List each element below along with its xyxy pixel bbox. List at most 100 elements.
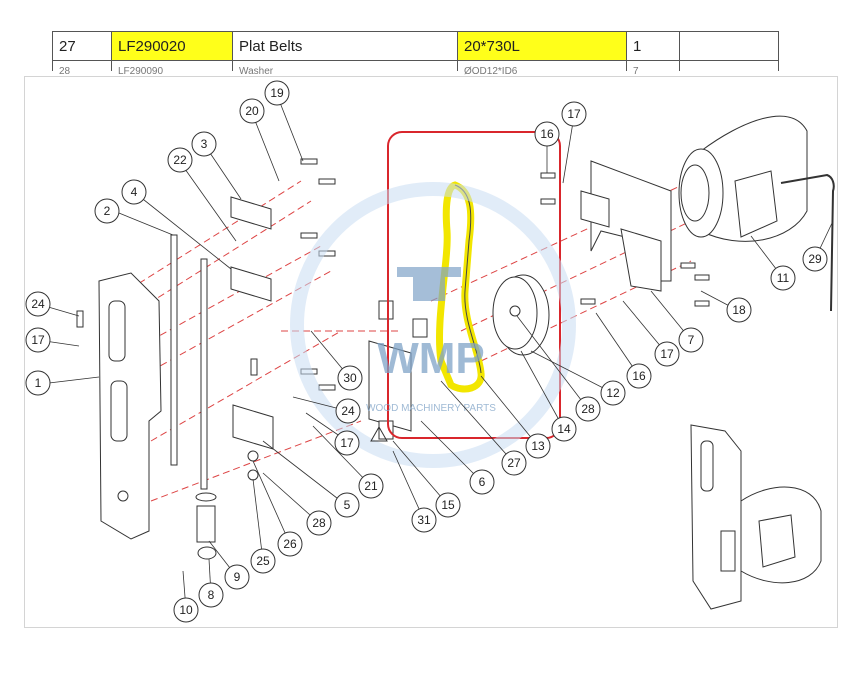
- svg-text:19: 19: [270, 86, 284, 100]
- callout-26: 26: [277, 531, 303, 557]
- callout-30: 30: [337, 365, 363, 391]
- callout-19: 19: [264, 80, 290, 106]
- exploded-diagram: WMP WOOD MACHINERY PARTS: [24, 76, 838, 628]
- cell-spec: ØOD12*ID6: [464, 66, 518, 77]
- svg-text:15: 15: [441, 498, 455, 512]
- callout-17d: 17: [334, 430, 360, 456]
- guide-rods: [170, 234, 208, 490]
- svg-text:13: 13: [531, 439, 545, 453]
- callout-31: 31: [411, 507, 437, 533]
- watermark-caption: WOOD MACHINERY PARTS: [366, 403, 496, 414]
- callout-29: 29: [802, 246, 828, 272]
- callout-17c: 17: [25, 327, 51, 353]
- callout-21: 21: [358, 473, 384, 499]
- cell-name: Washer: [239, 66, 274, 77]
- pulley-12: [492, 274, 550, 356]
- callouts: 1 2 3 4 5 6 7 8 9 10 11 12 13 14 15 16 1…: [25, 80, 828, 623]
- screws-right: [540, 172, 710, 307]
- svg-text:11: 11: [777, 271, 790, 285]
- svg-text:21: 21: [364, 479, 378, 493]
- assembled-preview: [690, 424, 822, 610]
- callout-4: 4: [121, 179, 147, 205]
- cell-spec: 20*730L: [457, 31, 627, 61]
- cell-qty: 1: [626, 31, 680, 61]
- callout-1: 1: [25, 370, 51, 396]
- callout-14: 14: [551, 416, 577, 442]
- triangle-icon: [370, 425, 388, 442]
- wmp-watermark: WMP WOOD MACHINERY PARTS: [290, 182, 576, 468]
- svg-text:8: 8: [208, 588, 215, 602]
- cell-qty: 7: [633, 66, 639, 77]
- callout-10: 10: [173, 597, 199, 623]
- svg-text:20: 20: [245, 104, 259, 118]
- svg-text:9: 9: [234, 570, 241, 584]
- callout-24: 24: [25, 291, 51, 317]
- callout-16: 16: [534, 121, 560, 147]
- wmp-logo-icon: [397, 267, 461, 301]
- callout-6: 6: [469, 469, 495, 495]
- svg-text:17: 17: [340, 436, 354, 450]
- svg-text:17: 17: [31, 333, 45, 347]
- callout-17: 17: [561, 101, 587, 127]
- svg-text:7: 7: [688, 333, 695, 347]
- svg-text:17: 17: [660, 347, 674, 361]
- watermark-logo: WMP: [377, 334, 485, 383]
- svg-text:29: 29: [808, 252, 822, 266]
- callout-16b: 16: [626, 363, 652, 389]
- callout-25: 25: [250, 548, 276, 574]
- callout-24b: 24: [335, 398, 361, 424]
- cell-extra: [679, 31, 779, 61]
- svg-text:2: 2: [104, 204, 111, 218]
- svg-text:31: 31: [417, 513, 431, 527]
- callout-13: 13: [525, 433, 551, 459]
- callout-15: 15: [435, 492, 461, 518]
- svg-text:14: 14: [557, 422, 571, 436]
- brackets: [230, 196, 412, 450]
- callout-17b: 17: [654, 341, 680, 367]
- svg-text:16: 16: [540, 127, 554, 141]
- frame-part: [98, 272, 162, 540]
- callout-7: 7: [678, 327, 704, 353]
- callout-3: 3: [191, 131, 217, 157]
- svg-text:24: 24: [341, 404, 355, 418]
- callout-27: 27: [501, 450, 527, 476]
- callout-12: 12: [600, 380, 626, 406]
- callout-20: 20: [239, 98, 265, 124]
- cell-no: 27: [52, 31, 112, 61]
- callout-28b: 28: [306, 510, 332, 536]
- parts-table: 27 LF290020 Plat Belts 20*730L 1 28 LF29…: [52, 31, 779, 77]
- diagram-canvas: WMP WOOD MACHINERY PARTS: [25, 80, 835, 623]
- svg-text:22: 22: [173, 153, 187, 167]
- cell-no: 28: [59, 66, 71, 77]
- svg-text:25: 25: [256, 554, 270, 568]
- callout-18: 18: [726, 297, 752, 323]
- svg-text:28: 28: [312, 516, 326, 530]
- svg-text:4: 4: [131, 185, 138, 199]
- callout-9: 9: [224, 564, 250, 590]
- svg-text:28: 28: [581, 402, 595, 416]
- svg-text:17: 17: [567, 107, 581, 121]
- table-row-partial: 28 LF290090 Washer ØOD12*ID6 7: [52, 60, 779, 77]
- svg-text:24: 24: [31, 297, 45, 311]
- callout-22: 22: [167, 147, 193, 173]
- motor-plate-7: [580, 160, 672, 292]
- svg-text:5: 5: [344, 498, 351, 512]
- cell-code: LF290020: [111, 31, 233, 61]
- svg-text:16: 16: [632, 369, 646, 383]
- svg-text:6: 6: [479, 475, 486, 489]
- cell-code: LF290090: [118, 66, 164, 77]
- svg-text:1: 1: [35, 376, 42, 390]
- svg-text:18: 18: [732, 303, 746, 317]
- motor-11: [678, 115, 835, 312]
- callout-11: 11: [770, 265, 796, 291]
- svg-text:26: 26: [283, 537, 297, 551]
- callout-8: 8: [198, 582, 224, 608]
- bushings: [378, 300, 428, 440]
- callout-5: 5: [334, 492, 360, 518]
- svg-text:27: 27: [507, 456, 521, 470]
- cell-name: Plat Belts: [232, 31, 458, 61]
- svg-text:10: 10: [179, 603, 193, 617]
- table-row: 27 LF290020 Plat Belts 20*730L 1: [52, 31, 779, 61]
- callout-2: 2: [94, 198, 120, 224]
- svg-text:30: 30: [343, 371, 357, 385]
